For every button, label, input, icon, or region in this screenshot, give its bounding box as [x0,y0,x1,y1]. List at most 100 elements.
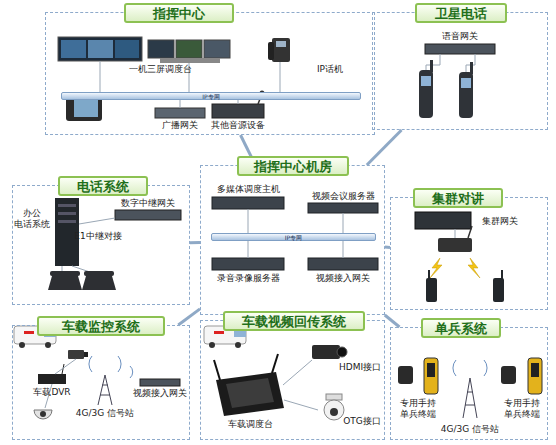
dvr [38,374,66,384]
video-wall [61,40,86,58]
ambulance [235,342,241,348]
panel-heading: 车载视频回传系统 [223,311,365,331]
panel-heading: 卫星电话 [415,3,507,23]
signal-tower [484,360,487,376]
device-label: 其他音源设备 [211,120,265,131]
dvr [38,364,66,384]
three-screen-console [148,40,174,58]
access-gateway [140,379,180,386]
wire [248,241,249,258]
vehicle-console [214,354,284,416]
voice-gateway [425,44,495,54]
device-label: 视频接入网关 [133,388,187,399]
signal-tower [89,356,92,372]
video-wall [58,37,142,61]
server-device [212,258,284,270]
hdmi-camera [337,347,347,357]
device-label: 多媒体调度主机 [217,184,280,195]
ptz-camera [324,394,344,420]
link-line [367,130,402,165]
desk-phone [82,276,116,290]
wire [343,241,344,258]
server-device [212,197,378,270]
panel-heading: 单兵系统 [421,318,501,338]
trunk-gateway [115,210,181,220]
handheld-terminal [424,358,438,394]
device-label: HDMI接口 [339,362,381,373]
video-phone [74,100,98,117]
dome-camera [40,411,46,417]
voice-gateway [425,44,495,54]
device-label: OTG接口 [343,416,381,427]
camera [84,352,88,357]
rack [58,220,76,223]
signal-tower [130,366,133,378]
panel-heading: 车载监控系统 [37,316,165,336]
audio-device [212,104,264,118]
system-panel: 车载监控系统 [12,325,190,440]
wire [343,213,344,233]
base-radio [438,238,472,252]
system-panel: 单兵系统 [390,327,548,440]
desk-phone [48,276,82,290]
signal-tower [453,360,456,376]
device-label: 4G/3G 信号站 [441,424,499,435]
device-label: 一机三屏调度台 [129,64,192,75]
video-wall [88,40,113,58]
desk-phone [84,271,114,276]
server-device [308,258,378,270]
wire [280,62,281,92]
desk-phone [50,271,80,276]
device-label: 视频会议服务器 [312,191,375,202]
vehicle-console [214,360,220,380]
base-radio [455,229,456,238]
signal-tower [89,356,133,405]
wire [248,209,249,233]
trunk-gateway [415,212,471,229]
satellite-phone [419,60,473,118]
link-line [385,315,400,327]
satellite-phone [461,78,471,88]
ambulance [234,330,246,337]
panel-heading: 指挥中心机房 [237,156,349,176]
system-panel: 卫星电话 [372,12,548,130]
wire [284,400,318,410]
ambulance [214,331,224,334]
three-screen-console [204,40,230,58]
video-wall [115,40,139,58]
broadcast-gateway [155,108,205,118]
ambulance [24,331,34,334]
bus-label: IP专网 [212,234,375,241]
ip-phone [268,38,290,62]
device-label: 语音网关 [442,31,478,42]
bus-label: IP专网 [62,93,360,100]
satellite-phone [470,62,473,74]
system-panel: 集群对讲 [390,197,548,310]
three-screen-console [160,58,220,63]
handheld-terminal [528,358,542,394]
vehicle-console [226,378,274,408]
device-label: 广播网关 [162,120,198,131]
dome-camera [34,410,52,419]
panel-heading: 电话系统 [58,176,148,196]
rack [58,204,76,207]
device-label: 车载DVR [33,387,70,398]
signal-tower [118,356,121,372]
device-label: 办公 电话系统 [12,208,52,230]
ptz-camera [324,400,344,420]
signal-tower [98,375,112,405]
device-label: 录音录像服务器 [217,273,280,284]
trunk-gateway [115,210,181,220]
trunk-gateway [415,212,471,229]
access-gateway [140,379,180,386]
three-screen-console [148,40,230,63]
hdmi-camera [312,345,347,359]
device-label: 专用手持 单兵终端 [398,398,438,420]
wire [45,359,76,408]
network-bus: IP专网 [61,92,361,100]
satellite-phone [421,76,431,86]
video-wall [58,37,142,61]
panel-heading: 指挥中心 [124,3,234,23]
hdmi-camera [312,345,340,359]
